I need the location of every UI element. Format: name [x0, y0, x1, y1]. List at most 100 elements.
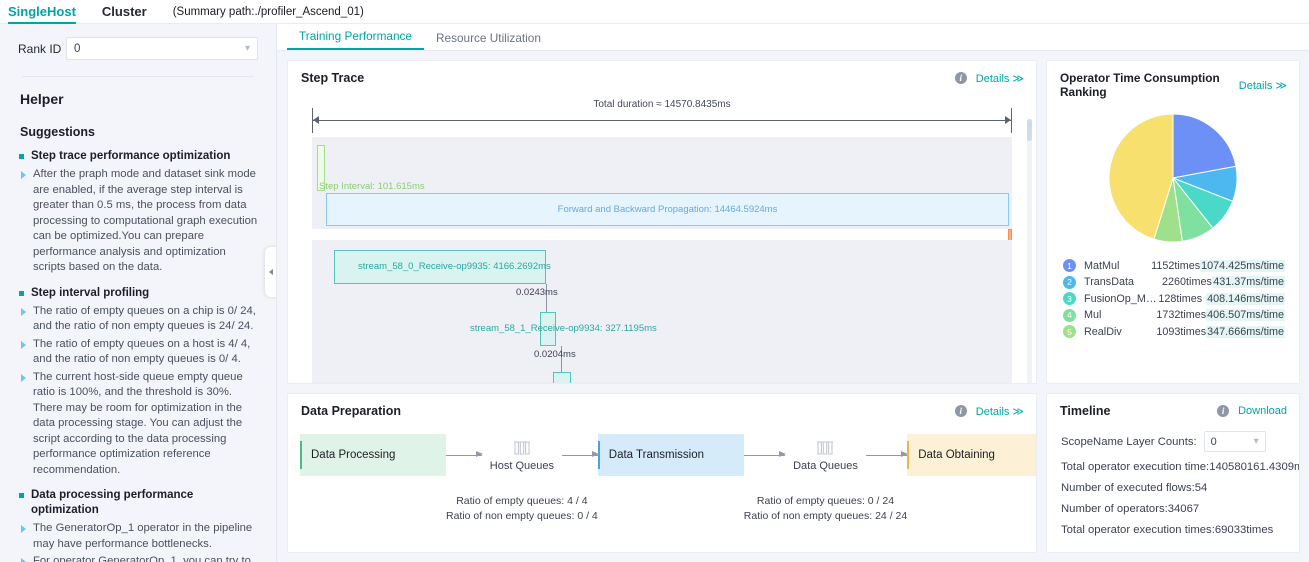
nav-single-host[interactable]: SingleHost: [8, 0, 76, 24]
suggestion-text: The ratio of empty queues on a host is 4…: [33, 337, 251, 366]
queue-icon: [513, 441, 530, 455]
legend-row[interactable]: 3FusionOp_MatMul...128times408.146ms/tim…: [1063, 292, 1285, 305]
stage-data-obtaining-label: Data Obtaining: [918, 449, 995, 461]
stage-accent-bar: [300, 441, 302, 469]
stream-box-0[interactable]: [334, 250, 546, 284]
suggestion-item: The ratio of empty queues on a host is 4…: [18, 337, 258, 368]
host-queues-icon-group: Host Queues: [490, 438, 554, 472]
data-queues-non-empty-ratio: Ratio of non empty queues: 24 / 24: [743, 510, 908, 522]
timeline-header: Timeline i Download: [1047, 394, 1299, 418]
data-queues-ratios: Ratio of empty queues: 0 / 24 Ratio of n…: [744, 494, 907, 524]
segment-forward-backward[interactable]: Forward and Backward Propagation: 14464.…: [326, 193, 1009, 226]
forward-backward-label: Forward and Backward Propagation: 14464.…: [557, 204, 778, 215]
stage-accent-bar: [907, 441, 910, 469]
legend-avg-time: 406.507ms/time: [1206, 309, 1285, 321]
timeline-stat-2: Number of operators:34067: [1061, 503, 1200, 515]
legend-rank-badge: 1: [1063, 259, 1076, 272]
suggestion-item: The current host-side queue empty queue …: [18, 370, 258, 479]
legend-operator-name: TransData: [1084, 276, 1135, 288]
stream-box-1[interactable]: [540, 312, 556, 346]
pie-slice-matmul[interactable]: [1172, 113, 1237, 179]
stream-trace-band: stream_58_0_Receive-op9935: 4166.2692ms …: [312, 240, 1012, 384]
step-trace-body: Total duration ≈ 14570.8435ms Step Inter…: [288, 85, 1036, 384]
chevron-left-icon: [269, 269, 273, 275]
duration-arrow-right-icon: [1005, 116, 1011, 124]
info-icon[interactable]: i: [954, 72, 967, 84]
rank-id-value: 0: [74, 42, 81, 55]
data-preparation-card: Data Preparation i Details ≫ Data Proces…: [287, 393, 1037, 553]
timeline-body: ScopeName Layer Counts: 0 ▾ Total operat…: [1047, 418, 1299, 536]
segment-step-interval[interactable]: Step Interval: 101.615ms: [317, 145, 425, 192]
helper-title: Helper: [20, 91, 64, 107]
tab-training-performance[interactable]: Training Performance: [287, 29, 424, 50]
legend-rank-badge: 4: [1063, 308, 1076, 322]
timeline-stat-3: Total operator execution times:69033time…: [1061, 524, 1274, 536]
step-trace-scrollbar-thumb[interactable]: [1027, 119, 1032, 141]
suggestion-group: Data processing performance optimization…: [18, 488, 258, 562]
duration-line: [312, 120, 1012, 121]
stage-data-obtaining[interactable]: Data Obtaining: [907, 434, 1036, 476]
legend-call-count: 1732times: [1156, 309, 1207, 321]
stage-data-transmission-label: Data Transmission: [608, 449, 704, 461]
legend-operator-name: RealDiv: [1084, 325, 1122, 338]
suggestion-item: The GeneratorOp_1 operator in the pipeli…: [18, 521, 258, 552]
operator-ranking-header-actions: Details ≫: [1239, 79, 1287, 92]
top-bar: SingleHost Cluster (Summary path:./profi…: [0, 0, 1309, 24]
nav-cluster[interactable]: Cluster: [101, 3, 147, 19]
sidebar-divider: [22, 76, 254, 77]
arrow-right-icon: [743, 451, 787, 457]
host-queues-label: Host Queues: [489, 460, 554, 472]
step-interval-label: Step Interval: 101.615ms: [319, 181, 425, 192]
operator-pie-chart[interactable]: [1108, 113, 1238, 243]
stream-connector-0: [546, 284, 547, 336]
suggestion-item: For operator GeneratorOp_1, you can try …: [18, 554, 258, 562]
legend-operator-name: Mul: [1084, 309, 1102, 321]
triangle-right-icon: [21, 340, 26, 349]
left-column: Step Trace i Details ≫ Total duration ≈ …: [287, 60, 1037, 553]
suggestion-group-head: Data processing performance optimization: [18, 488, 258, 518]
pie-slice-other[interactable]: [1108, 113, 1174, 240]
stream-label-2: stream_58_2_Receive-op9933: 353.199ms: [487, 383, 669, 384]
operator-ranking-card: Operator Time Consumption Ranking Detail…: [1046, 60, 1300, 384]
legend-call-count: 2260times: [1162, 276, 1212, 288]
suggestions-title: Suggestions: [20, 125, 96, 139]
timeline-download-link[interactable]: Download: [1238, 405, 1287, 417]
data-preparation-details-link[interactable]: Details ≫: [975, 405, 1024, 418]
sidebar-collapse-handle[interactable]: [264, 246, 276, 298]
data-preparation-header: Data Preparation i Details ≫: [288, 394, 1036, 418]
bullet-square-icon: [19, 290, 24, 296]
suggestion-group-label: Data processing performance optimization: [31, 489, 194, 516]
stage-accent-bar: [597, 441, 600, 469]
stage-data-processing[interactable]: Data Processing: [300, 434, 446, 476]
stage-data-transmission[interactable]: Data Transmission: [597, 434, 744, 476]
pie-chart-wrapper: [1047, 113, 1299, 243]
suggestion-group-head: Step trace performance optimization: [18, 149, 258, 164]
step-trace-details-link[interactable]: Details ≫: [975, 72, 1024, 85]
scope-name-select[interactable]: 0 ▾: [1203, 431, 1266, 452]
step-trace-scrollbar[interactable]: [1027, 119, 1032, 383]
stream-box-2[interactable]: [553, 372, 571, 383]
right-column: Operator Time Consumption Ranking Detail…: [1046, 60, 1300, 553]
stage-data-processing-label: Data Processing: [311, 449, 396, 461]
legend-operator-name: MatMul: [1084, 259, 1120, 272]
rank-id-select[interactable]: 0 ▾: [66, 37, 258, 60]
legend-rank-badge: 5: [1063, 325, 1076, 338]
info-icon[interactable]: i: [1217, 405, 1230, 417]
suggestion-group-label: Step trace performance optimization: [31, 150, 231, 162]
tab-resource-utilization[interactable]: Resource Utilization: [436, 31, 541, 45]
info-icon[interactable]: i: [954, 405, 967, 417]
operator-ranking-title: Operator Time Consumption Ranking: [1060, 71, 1220, 99]
operator-ranking-details-link[interactable]: Details ≫: [1238, 79, 1287, 92]
host-queues-empty-ratio: Ratio of empty queues: 4 / 4: [456, 495, 588, 507]
timeline-header-actions: i Download: [1217, 405, 1287, 417]
operator-ranking-header: Operator Time Consumption Ranking Detail…: [1047, 61, 1299, 99]
legend-avg-time: 347.666ms/time: [1206, 325, 1285, 338]
total-duration-axis: Total duration ≈ 14570.8435ms: [312, 99, 1012, 133]
data-preparation-title: Data Preparation: [301, 404, 402, 418]
triangle-right-icon: [21, 558, 26, 562]
